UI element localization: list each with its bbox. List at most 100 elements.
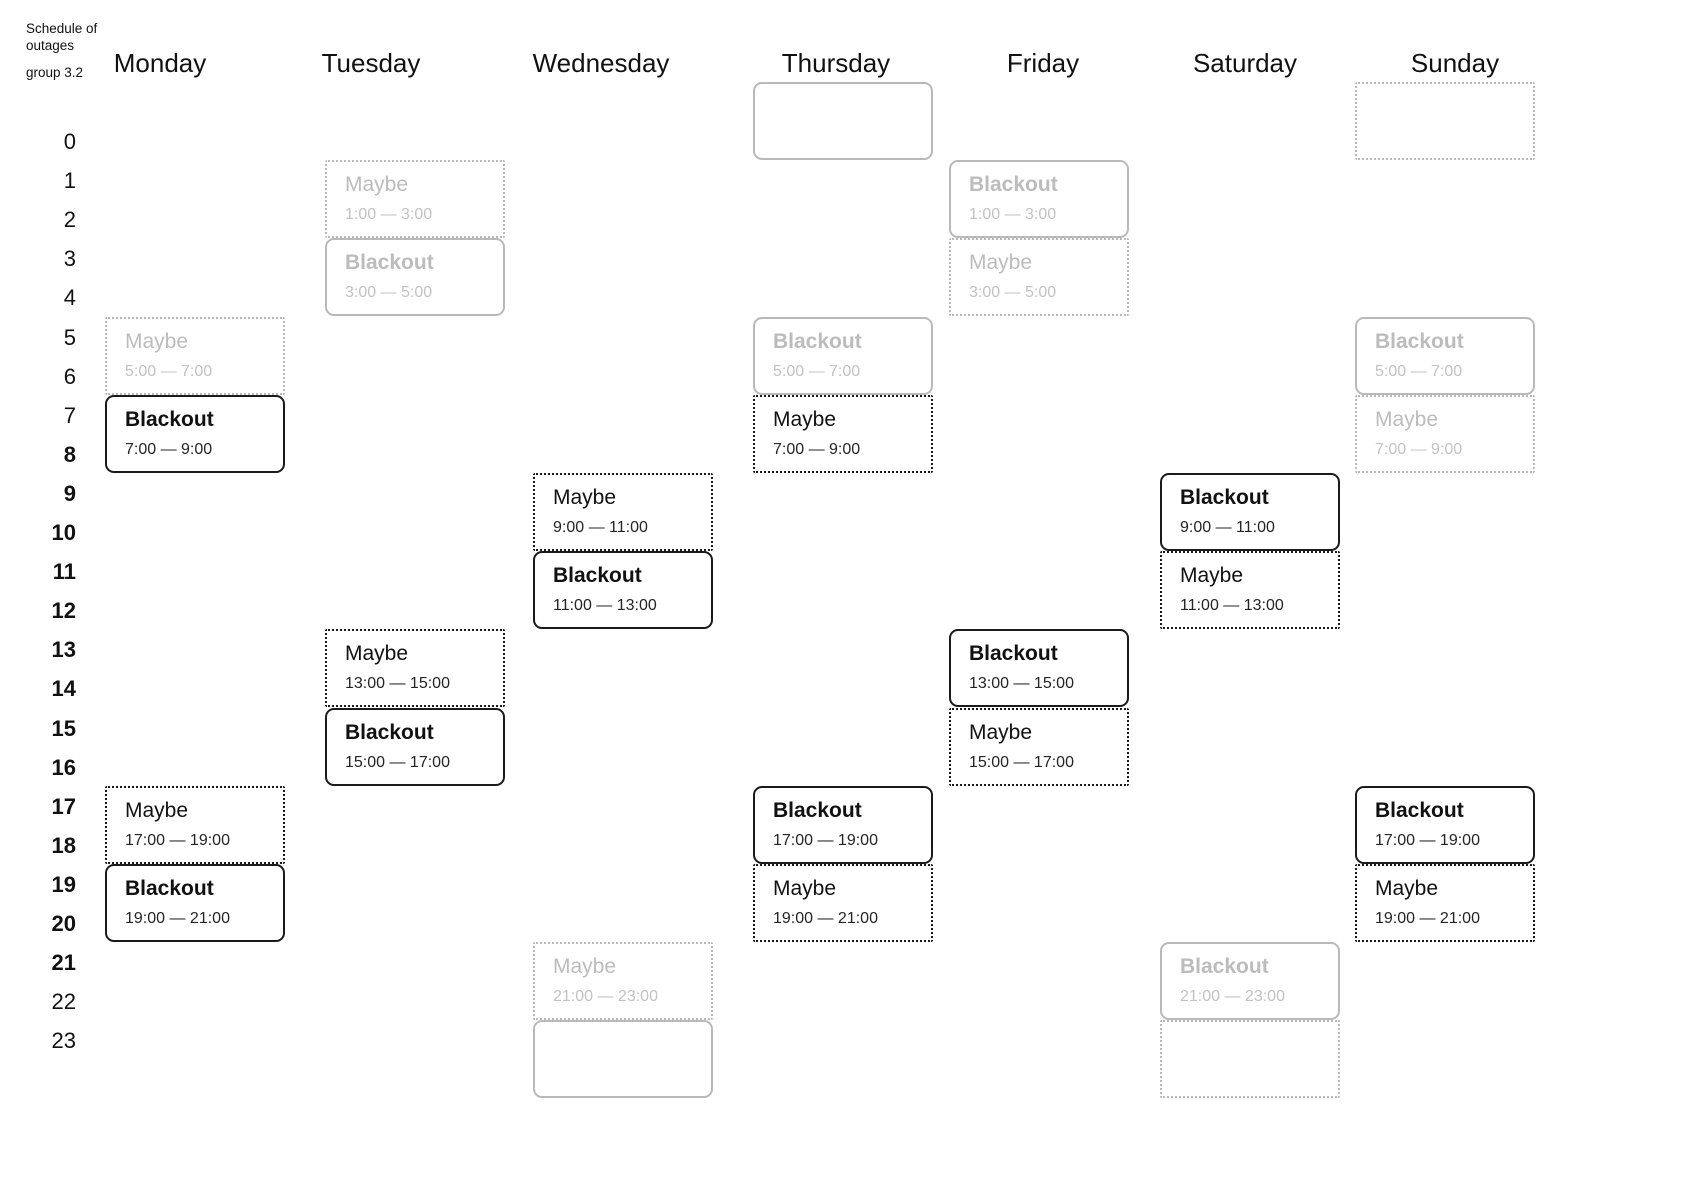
event-title: Maybe bbox=[553, 955, 617, 979]
event-time-range: 17:00 — 19:00 bbox=[125, 831, 230, 849]
event-block-blackout-saturday-9[interactable]: Blackout 9:00 — 11:00 bbox=[1160, 472, 1340, 552]
event-block-empty-wednesday[interactable] bbox=[533, 1020, 713, 1099]
hour-label-20: 20 bbox=[51, 911, 76, 936]
event-block-blackout-monday-19[interactable]: Blackout 19:00 — 21:00 bbox=[105, 863, 285, 943]
event-time-range: 7:00 — 9:00 bbox=[773, 440, 861, 458]
event-title: Maybe bbox=[969, 251, 1033, 275]
event-time-range: 15:00 — 17:00 bbox=[969, 753, 1074, 771]
hour-label-2: 2 bbox=[63, 207, 76, 233]
event-time-range: 19:00 — 21:00 bbox=[125, 909, 230, 927]
event-time-range: 1:00 — 3:00 bbox=[345, 206, 433, 224]
hour-label-13: 13 bbox=[51, 637, 76, 663]
event-title: Maybe bbox=[553, 485, 617, 509]
event-block-empty-thursday[interactable] bbox=[753, 81, 933, 161]
event-time-range: 3:00 — 5:00 bbox=[345, 284, 433, 302]
day-header-monday: Monday bbox=[113, 48, 207, 78]
day-header-tuesday: Tuesday bbox=[321, 48, 421, 78]
event-block-maybe-monday-17[interactable]: Maybe 17:00 — 19:00 bbox=[105, 785, 285, 864]
hour-label-16: 16 bbox=[51, 754, 76, 780]
event-time-range: 7:00 — 9:00 bbox=[1375, 440, 1463, 458]
event-time-range: 5:00 — 7:00 bbox=[773, 362, 861, 380]
event-time-range: 17:00 — 19:00 bbox=[773, 831, 878, 849]
event-title: Blackout bbox=[553, 564, 642, 588]
event-time-range: 7:00 — 9:00 bbox=[125, 440, 213, 458]
hour-label-12: 12 bbox=[51, 598, 76, 624]
event-title: Blackout bbox=[773, 798, 862, 822]
event-block-maybe-saturday-11[interactable]: Maybe 11:00 — 13:00 bbox=[1160, 551, 1340, 630]
event-block-maybe-wednesday-21[interactable]: Maybe 21:00 — 23:00 bbox=[533, 942, 713, 1021]
event-title: Maybe bbox=[773, 876, 837, 900]
day-header-thursday: Thursday bbox=[781, 48, 891, 78]
event-title: Maybe bbox=[125, 798, 189, 822]
event-time-range: 5:00 — 7:00 bbox=[125, 362, 213, 380]
hour-label-10: 10 bbox=[51, 520, 76, 545]
event-block-maybe-tuesday-1[interactable]: Maybe 1:00 — 3:00 bbox=[325, 160, 505, 239]
event-time-range: 9:00 — 11:00 bbox=[1180, 518, 1275, 536]
day-header-wednesday: Wednesday bbox=[532, 48, 670, 78]
event-block-blackout-saturday-21[interactable]: Blackout 21:00 — 23:00 bbox=[1160, 942, 1340, 1021]
hour-label-23: 23 bbox=[51, 1028, 76, 1054]
event-title: Blackout bbox=[969, 642, 1058, 666]
event-time-range: 11:00 — 13:00 bbox=[1180, 597, 1284, 615]
event-title: Maybe bbox=[1180, 564, 1244, 588]
event-time-range: 17:00 — 19:00 bbox=[1375, 831, 1480, 849]
event-time-range: 19:00 — 21:00 bbox=[773, 909, 878, 927]
event-block-blackout-friday-13[interactable]: Blackout 13:00 — 15:00 bbox=[949, 629, 1129, 708]
hour-label-9: 9 bbox=[63, 480, 76, 506]
event-title: Blackout bbox=[345, 720, 434, 744]
hour-label-19: 19 bbox=[51, 871, 76, 897]
event-block-empty-sunday[interactable] bbox=[1355, 81, 1535, 161]
event-title: Blackout bbox=[1180, 485, 1269, 509]
event-time-range: 21:00 — 23:00 bbox=[1180, 988, 1285, 1006]
event-title: Maybe bbox=[773, 407, 837, 431]
event-title: Blackout bbox=[1180, 955, 1269, 979]
event-block-blackout-sunday-5[interactable]: Blackout 5:00 — 7:00 bbox=[1355, 316, 1535, 395]
event-block-blackout-monday-7[interactable]: Blackout 7:00 — 9:00 bbox=[105, 394, 285, 473]
hour-label-3: 3 bbox=[63, 246, 76, 272]
event-block-maybe-sunday-7[interactable]: Maybe 7:00 — 9:00 bbox=[1355, 394, 1535, 473]
event-title: Blackout bbox=[1375, 329, 1464, 353]
event-time-range: 5:00 — 7:00 bbox=[1375, 362, 1463, 380]
event-time-range: 11:00 — 13:00 bbox=[553, 597, 657, 615]
hour-label-1: 1 bbox=[63, 168, 76, 194]
day-header-sunday: Sunday bbox=[1410, 48, 1500, 78]
page-title: Schedule of outages bbox=[26, 21, 98, 53]
event-title: Blackout bbox=[125, 407, 214, 431]
event-block-maybe-monday-5[interactable]: Maybe 5:00 — 7:00 bbox=[105, 316, 285, 395]
event-time-range: 9:00 — 11:00 bbox=[553, 518, 648, 536]
hour-label-4: 4 bbox=[63, 285, 76, 311]
event-block-empty-saturday[interactable] bbox=[1160, 1020, 1340, 1099]
event-time-range: 13:00 — 15:00 bbox=[345, 675, 450, 693]
event-title: Blackout bbox=[1375, 798, 1464, 822]
event-time-range: 1:00 — 3:00 bbox=[969, 206, 1057, 224]
event-title: Maybe bbox=[345, 173, 409, 197]
event-time-range: 3:00 — 5:00 bbox=[969, 284, 1057, 302]
hour-label-17: 17 bbox=[51, 793, 76, 819]
hour-label-8: 8 bbox=[63, 441, 76, 467]
event-block-maybe-wednesday-9[interactable]: Maybe 9:00 — 11:00 bbox=[533, 472, 713, 552]
event-block-blackout-sunday-17[interactable]: Blackout 17:00 — 19:00 bbox=[1355, 785, 1535, 864]
event-block-blackout-thursday-17[interactable]: Blackout 17:00 — 19:00 bbox=[753, 785, 933, 864]
event-title: Maybe bbox=[125, 329, 189, 353]
event-title: Maybe bbox=[1375, 407, 1439, 431]
hour-label-0: 0 bbox=[63, 129, 76, 154]
hour-label-18: 18 bbox=[51, 832, 76, 858]
event-title: Blackout bbox=[125, 876, 214, 900]
event-time-range: 13:00 — 15:00 bbox=[969, 675, 1074, 693]
event-time-range: 21:00 — 23:00 bbox=[553, 988, 658, 1006]
day-header-saturday: Saturday bbox=[1192, 48, 1298, 78]
event-block-maybe-friday-3[interactable]: Maybe 3:00 — 5:00 bbox=[949, 238, 1129, 317]
day-header-friday: Friday bbox=[1006, 48, 1080, 78]
event-time-range: 19:00 — 21:00 bbox=[1375, 909, 1480, 927]
event-block-maybe-thursday-7[interactable]: Maybe 7:00 — 9:00 bbox=[753, 394, 933, 473]
event-block-blackout-wednesday-11[interactable]: Blackout 11:00 — 13:00 bbox=[533, 551, 713, 630]
event-block-maybe-thursday-19[interactable]: Maybe 19:00 — 21:00 bbox=[753, 863, 933, 943]
